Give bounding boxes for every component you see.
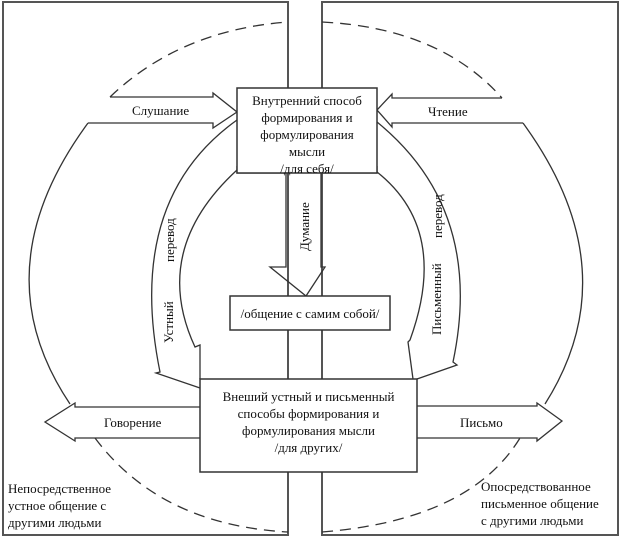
written-translation-arrow-inner: [376, 171, 425, 380]
mediated-line-2: письменное общение: [481, 496, 599, 511]
inner-line-3: формулирования: [260, 127, 354, 142]
inner-line-2: формирования и: [261, 110, 353, 125]
direct-communication-label: Непосредственное устное общение с другим…: [8, 480, 111, 531]
reading-label: Чтение: [428, 104, 468, 119]
outer-line-1: Внеший устный и письменный: [222, 389, 395, 404]
dashed-arc-bottom-right: [321, 437, 521, 533]
oral-translation-label-2: перевод: [162, 218, 177, 262]
written-translation-label-1: Письменный: [429, 263, 444, 335]
writing-label: Письмо: [460, 415, 503, 430]
mediated-line-3: с другими людьми: [481, 513, 584, 528]
inner-method-box: [236, 87, 378, 174]
direct-line-2: устное общение с: [8, 498, 107, 513]
dashed-arc-top-left: [109, 21, 289, 98]
self-communication-text: /общение с самим собой/: [240, 306, 380, 321]
thinking-label: Думание: [297, 202, 312, 251]
outer-method-box: [199, 378, 418, 473]
outer-arc-left: [28, 122, 89, 405]
direct-line-3: другими людьми: [8, 515, 102, 530]
speaking-arrow: [43, 401, 200, 443]
writing-arrow: [417, 401, 564, 443]
mediated-line-1: Опосредствованное: [481, 479, 591, 494]
inner-line-4: мысли: [288, 144, 326, 159]
listening-label: Слушание: [132, 103, 190, 118]
written-translation-arrow-outer: [376, 121, 461, 380]
oral-translation-label-1: Устный: [161, 301, 176, 343]
outer-arc-right: [522, 122, 584, 405]
direct-line-1: Непосредственное: [8, 481, 112, 496]
dashed-arc-bottom-left: [94, 437, 289, 533]
outer-line-2: способы формирования и: [237, 406, 380, 421]
outer-line-4: /для других/: [274, 440, 343, 455]
mediated-communication-label: Опосредствованное письменное общение с д…: [481, 478, 599, 529]
oral-translation-arrow-outer: [151, 119, 238, 389]
inner-line-1: Внутренний способ: [252, 93, 362, 108]
self-communication-box: [229, 295, 391, 331]
oral-translation-arrow-inner: [179, 169, 238, 379]
outer-line-3: формулирования мысли: [242, 423, 375, 438]
inner-line-5: /для себя/: [280, 161, 334, 176]
right-frame: [321, 1, 619, 536]
inner-method-text: Внутренний способ формирования и формули…: [237, 92, 377, 177]
dashed-arc-top-right: [321, 21, 503, 99]
outer-method-text: Внеший устный и письменный способы форми…: [200, 388, 417, 456]
left-frame: [2, 1, 289, 536]
speaking-label: Говорение: [104, 415, 162, 430]
written-translation-label-2: перевод: [430, 194, 445, 238]
